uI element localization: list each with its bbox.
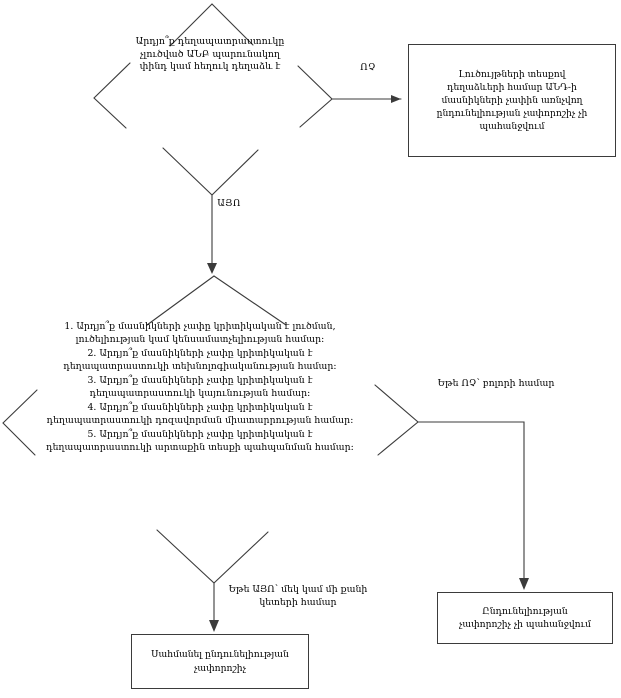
edge-yes-some-connector (209, 582, 219, 632)
edge-label-if-yes-for-some: Եթե ԱՅՈ՝ մեկ կամ մի քանի կետերի համար (228, 584, 368, 608)
edge-no-all-connector (417, 421, 529, 590)
edge-label-no: ՈՉ (360, 62, 376, 73)
process-box-criterion-not-required: Ընդունելիության չափորոշիչ չի պահանջվում (437, 592, 613, 644)
edge-no-connector (331, 95, 402, 103)
edge-yes-connector (207, 194, 217, 274)
edge-label-yes: ԱՅՈ (217, 198, 241, 209)
decision-1-shape (93, 3, 333, 196)
process-box-define-acceptance-criterion: Սահմանել ընդունելիության չափորոշիչ (131, 634, 309, 689)
decision-node-dosage-form-question: Արդյո՞ք դեղապատրաստուկը չլուծված ԱՆԲ պար… (135, 36, 285, 72)
decision-node-criticality-questions: 1. Արդյո՞ք մասնիկների չափը կրիտիկական է … (46, 321, 354, 454)
process-box-no-criterion-for-solutions: Լուծույթների տեսքով դեղաձևերի համար ԱՆԴ-… (408, 44, 616, 157)
edge-label-if-no-for-all: Եթե ՈՉ՝ բոլորի համար (437, 378, 555, 389)
